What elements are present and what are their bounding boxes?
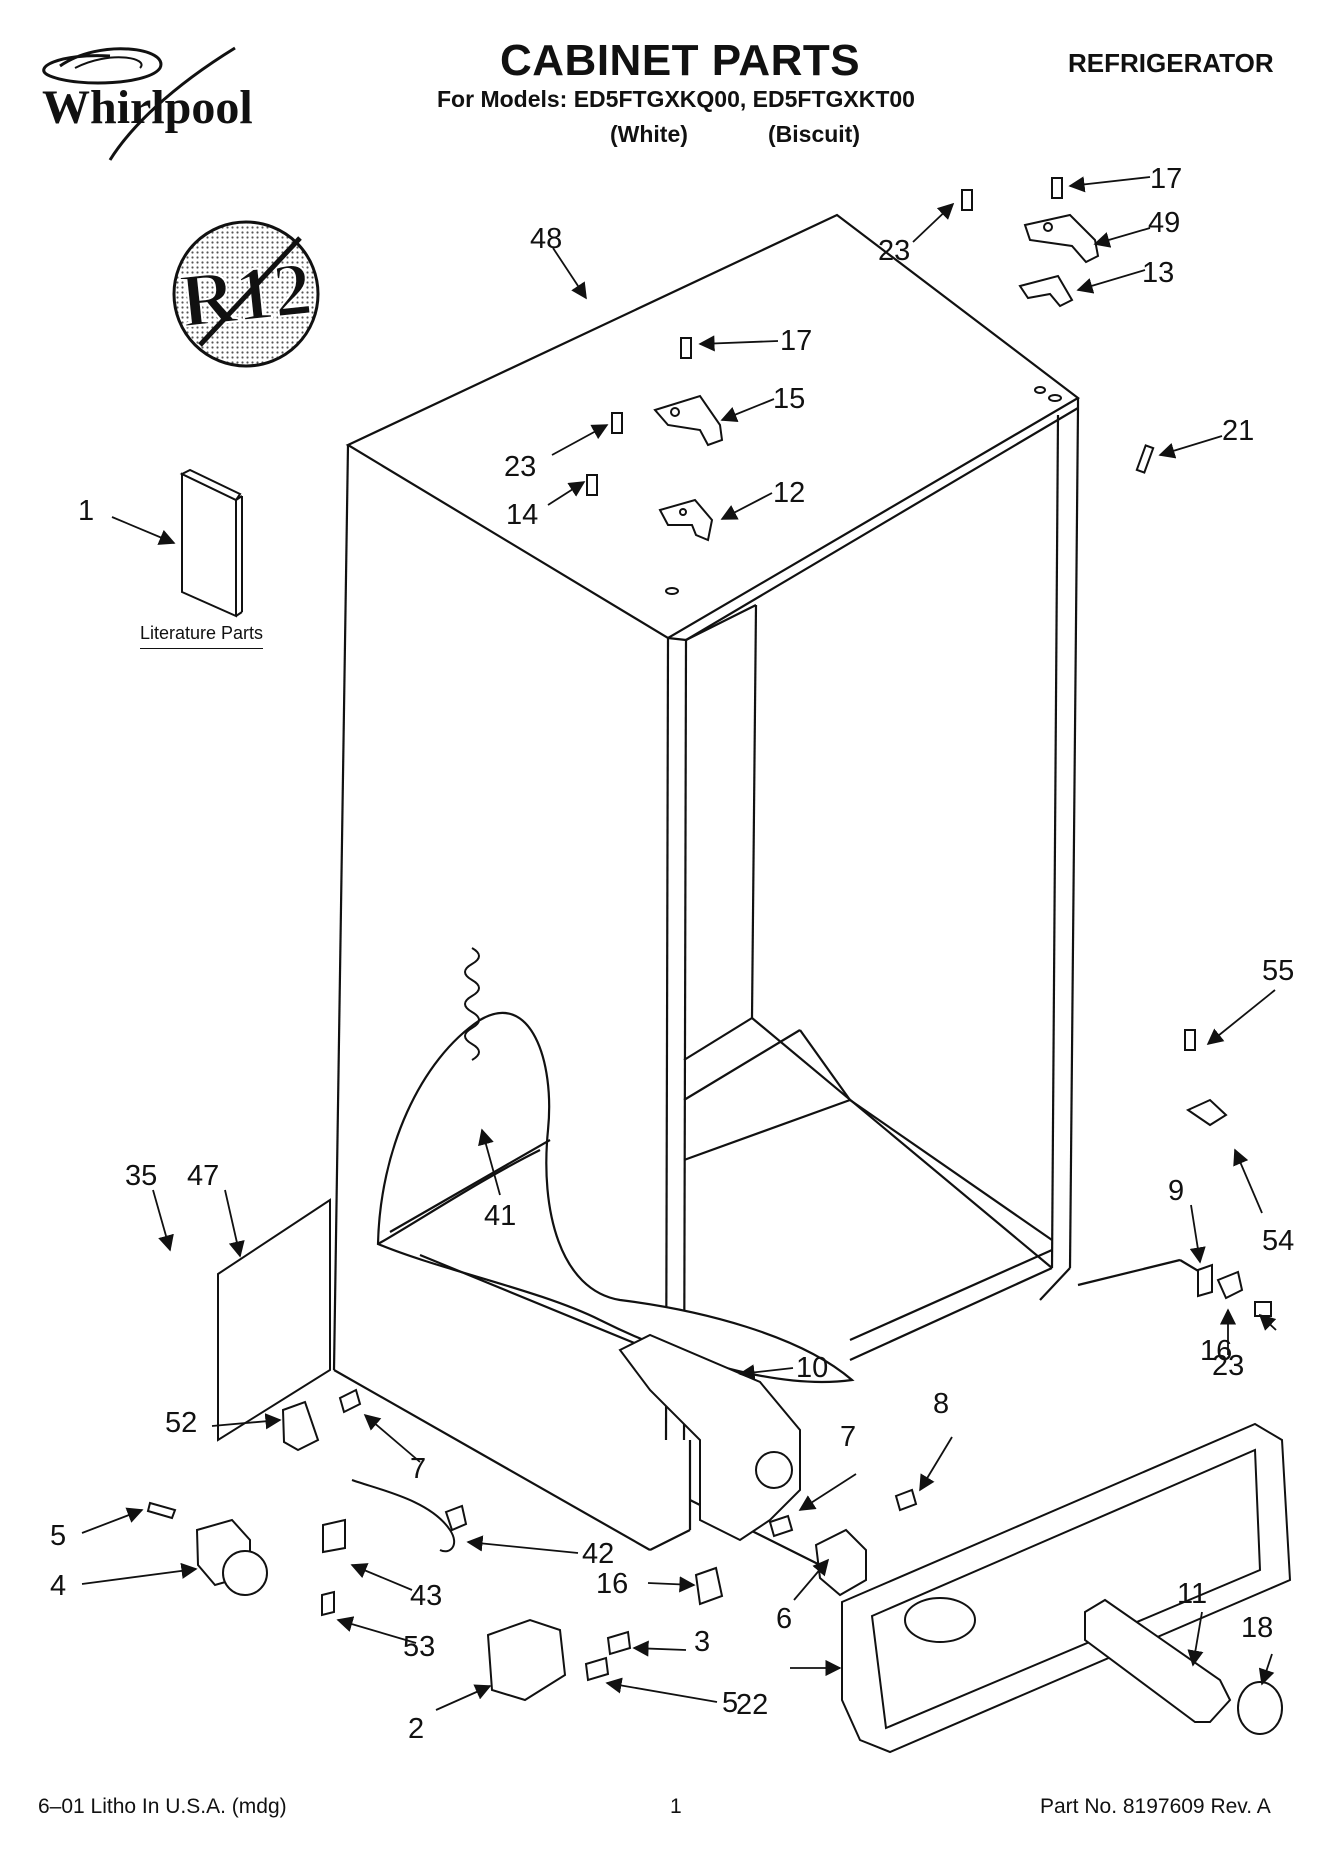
- color-white: (White): [610, 121, 688, 147]
- appliance-category: REFRIGERATOR: [1068, 48, 1274, 78]
- callout-4: 4: [50, 1570, 66, 1602]
- footer-page-number: 1: [670, 1795, 682, 1818]
- callout-8: 8: [933, 1388, 949, 1420]
- callout-5: 5: [50, 1520, 66, 1552]
- top-hinges: [146, 177, 1292, 1754]
- footer-part-number: Part No. 8197609 Rev. A: [1040, 1795, 1271, 1818]
- callout-47: 47: [187, 1160, 219, 1192]
- color-biscuit: (Biscuit): [768, 121, 860, 147]
- callout-23: 23: [504, 451, 536, 483]
- literature-booklet: [179, 468, 243, 618]
- literature-parts-label: Literature Parts: [140, 623, 264, 649]
- callout-54: 54: [1262, 1225, 1294, 1257]
- callout-42: 42: [582, 1538, 614, 1570]
- callout-1: 1: [78, 495, 94, 527]
- whirlpool-logo: Whirlpool: [20, 28, 280, 168]
- leader-lines: [81, 176, 1277, 1711]
- callout-16: 16: [1200, 1335, 1232, 1367]
- callout-48: 48: [530, 223, 562, 255]
- callout-7: 7: [410, 1453, 426, 1485]
- callout-12: 12: [773, 477, 805, 509]
- page-title: CABINET PARTS: [500, 36, 861, 85]
- callout-17: 17: [780, 325, 812, 357]
- callout-14: 14: [506, 499, 538, 531]
- callout-5: 5: [722, 1687, 738, 1719]
- callout-52: 52: [165, 1407, 197, 1439]
- callout-18: 18: [1241, 1612, 1273, 1644]
- callout-6: 6: [776, 1603, 792, 1635]
- callout-13: 13: [1142, 257, 1174, 289]
- callout-55: 55: [1262, 955, 1294, 987]
- callout-2: 2: [408, 1713, 424, 1745]
- callout-3: 3: [694, 1626, 710, 1658]
- callout-35: 35: [125, 1160, 157, 1192]
- callout-21: 21: [1222, 415, 1254, 447]
- callout-41: 41: [484, 1200, 516, 1232]
- callout-16: 16: [596, 1568, 628, 1600]
- brand-name: Whirlpool: [42, 81, 253, 134]
- no-r12-badge: R12: [172, 220, 320, 368]
- cabinet-shell: [332, 213, 1201, 1581]
- callout-15: 15: [773, 383, 805, 415]
- callout-10: 10: [796, 1352, 828, 1384]
- callout-23: 23: [1212, 1350, 1244, 1382]
- callout-17: 17: [1150, 163, 1182, 195]
- callout-11: 11: [1177, 1578, 1207, 1610]
- callout-22: 22: [736, 1689, 768, 1721]
- r12-text: R12: [177, 246, 316, 343]
- callout-9: 9: [1168, 1175, 1184, 1207]
- callout-23: 23: [878, 235, 910, 267]
- callout-7: 7: [840, 1421, 856, 1453]
- callout-53: 53: [403, 1631, 435, 1663]
- model-list: For Models: ED5FTGXKQ00, ED5FTGXKT00: [437, 86, 915, 112]
- footer-litho: 6–01 Litho In U.S.A. (mdg): [38, 1795, 287, 1818]
- callout-43: 43: [410, 1580, 442, 1612]
- callout-49: 49: [1148, 207, 1180, 239]
